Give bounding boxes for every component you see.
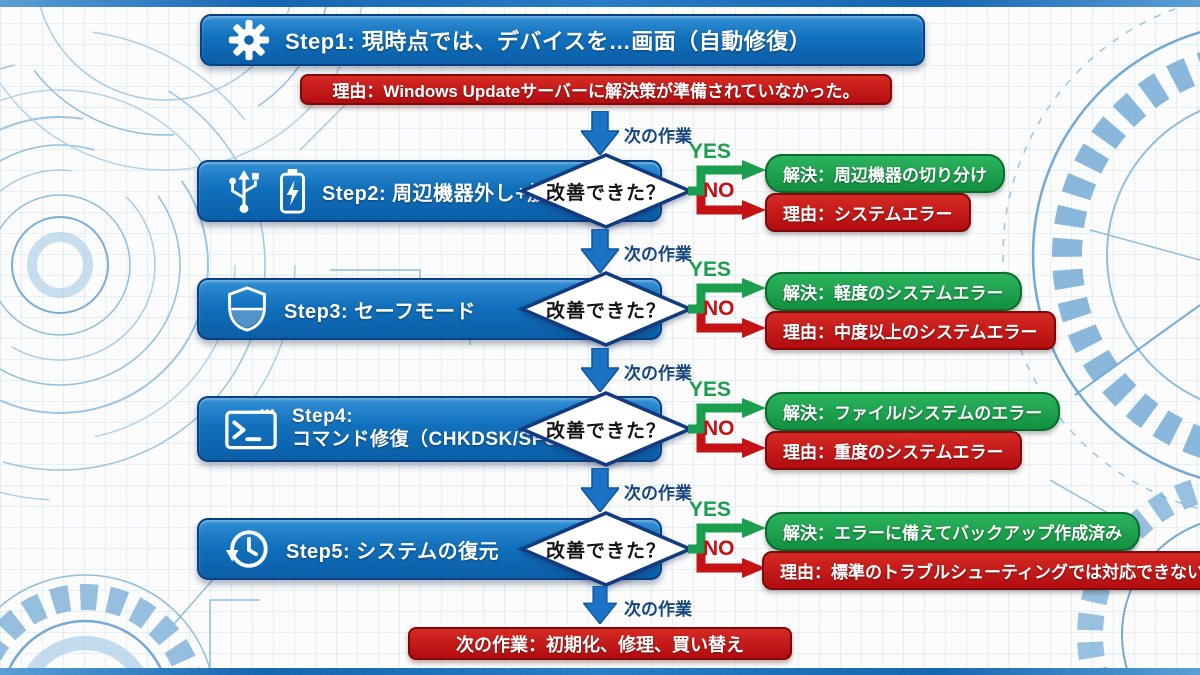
step4-branch-connectors — [688, 398, 766, 458]
step3-yes-result: 解決：軽度のシステムエラー — [765, 272, 1022, 311]
final-action-banner: 次の作業：初期化、修理、買い替え — [408, 627, 792, 660]
step3-no-result: 理由：中度以上のシステムエラー — [765, 311, 1056, 350]
down-arrow — [583, 586, 617, 624]
usb-icon — [225, 168, 263, 214]
step5-branch-connectors — [688, 518, 766, 578]
step2-title: Step2: 周辺機器外し+放電 — [322, 182, 569, 205]
no-label: NO — [703, 417, 735, 440]
decision-label: 改善できた？ — [545, 540, 666, 562]
step2-decision: 改善できた？ — [518, 152, 694, 230]
step2-yes-result: 解決：周辺機器の切り分け — [765, 154, 1005, 193]
next-task-label: 次の作業 — [624, 484, 692, 503]
step4-title: Step4: コマンド修復（CHKDSK/SFC） — [292, 406, 578, 452]
decision-label: 改善できた？ — [545, 300, 666, 322]
step4-title-line2: コマンド修復（CHKDSK/SFC） — [292, 429, 578, 450]
no-label: NO — [703, 297, 735, 320]
yes-label: YES — [689, 140, 732, 163]
step4-yes-result: 解決：ファイル/システムのエラー — [765, 392, 1061, 431]
step4-no-result: 理由：重度のシステムエラー — [765, 431, 1022, 470]
battery-icon — [278, 168, 307, 214]
down-arrow — [581, 348, 619, 392]
yes-label: YES — [689, 258, 732, 281]
next-task-label: 次の作業 — [624, 245, 692, 264]
next-task-label: 次の作業 — [624, 600, 692, 619]
top-border-bar — [0, 0, 1200, 7]
bottom-border-bar — [0, 668, 1200, 675]
step2-branch-connectors — [688, 160, 766, 220]
next-task-label: 次の作業 — [624, 127, 692, 146]
step4-title-line1: Step4: — [292, 406, 354, 428]
step3-title: Step3: セーフモード — [284, 300, 476, 323]
step5-no-result: 理由：標準のトラブルシューティングでは対応できない — [762, 551, 1200, 590]
gear-icon — [228, 19, 270, 61]
yes-label: YES — [689, 378, 732, 401]
down-arrow — [581, 111, 619, 155]
step1-reason-banner: 理由：Windows Updateサーバーに解決策が準備されていなかった。 — [300, 74, 892, 105]
step1-box: Step1: 現時点では、デバイスを…画面（自動修復） — [200, 14, 925, 66]
step3-branch-connectors — [688, 278, 766, 338]
step3-decision: 改善できた？ — [518, 270, 694, 348]
step4-decision: 改善できた？ — [518, 390, 694, 468]
no-label: NO — [703, 179, 735, 202]
decision-label: 改善できた？ — [545, 182, 666, 204]
decision-label: 改善できた？ — [545, 420, 666, 442]
step5-title: Step5: システムの復元 — [286, 540, 500, 563]
shield-icon — [225, 285, 269, 333]
step1-reason-text: 理由：Windows Updateサーバーに解決策が準備されていなかった。 — [332, 82, 860, 101]
yes-label: YES — [689, 498, 732, 521]
step2-no-result: 理由：システムエラー — [765, 193, 971, 232]
no-label: NO — [703, 537, 735, 560]
step1-title: Step1: 現時点では、デバイスを…画面（自動修復） — [285, 29, 812, 54]
final-action-text: 次の作業：初期化、修理、買い替え — [456, 634, 744, 655]
down-arrow — [581, 468, 619, 512]
down-arrow — [581, 229, 619, 273]
next-task-label: 次の作業 — [624, 364, 692, 383]
step5-decision: 改善できた？ — [518, 510, 694, 588]
terminal-icon — [225, 408, 277, 450]
history-icon — [225, 526, 271, 572]
step5-yes-result: 解決：エラーに備えてバックアップ作成済み — [765, 512, 1141, 551]
